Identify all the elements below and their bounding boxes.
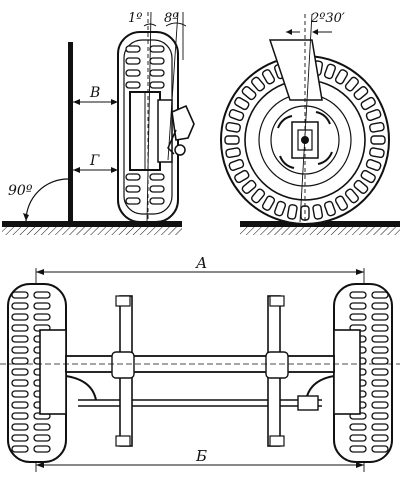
ground-right-hatch <box>240 227 400 235</box>
toe-view: А Б <box>0 254 400 472</box>
camber-arc <box>143 23 157 27</box>
camber-angle-label: 1º <box>128 11 142 26</box>
caster-line <box>299 13 313 223</box>
tire-side <box>117 31 195 223</box>
plumb-wall <box>68 42 73 222</box>
camber-view: 90º <box>2 11 195 235</box>
strut <box>268 39 323 101</box>
ground-left <box>2 221 182 227</box>
left-wheel-top <box>7 283 67 463</box>
dim-rear-label: Б <box>195 447 207 465</box>
caster-angle-label: 2º30′ <box>310 11 345 26</box>
kingpin-line <box>167 11 179 161</box>
dim-front-label: А <box>195 254 207 272</box>
kingpin-arc <box>165 22 187 27</box>
ground-left-hatch <box>2 227 182 235</box>
camber-line <box>146 11 152 223</box>
dim-upper-label: В <box>89 85 100 101</box>
kingpin-angle-label: 8º <box>164 11 178 26</box>
right-angle-arc <box>25 178 69 222</box>
left-steering-arm <box>65 375 97 401</box>
dim-lower-label: Г <box>89 153 100 169</box>
right-angle-arrow <box>23 213 29 221</box>
right-spring <box>265 295 289 447</box>
caster-view: 2º30′ <box>220 11 400 235</box>
left-spring <box>111 295 135 447</box>
right-wheel-top <box>333 283 393 463</box>
ground-right <box>240 221 400 227</box>
right-angle-label: 90º <box>8 183 33 199</box>
